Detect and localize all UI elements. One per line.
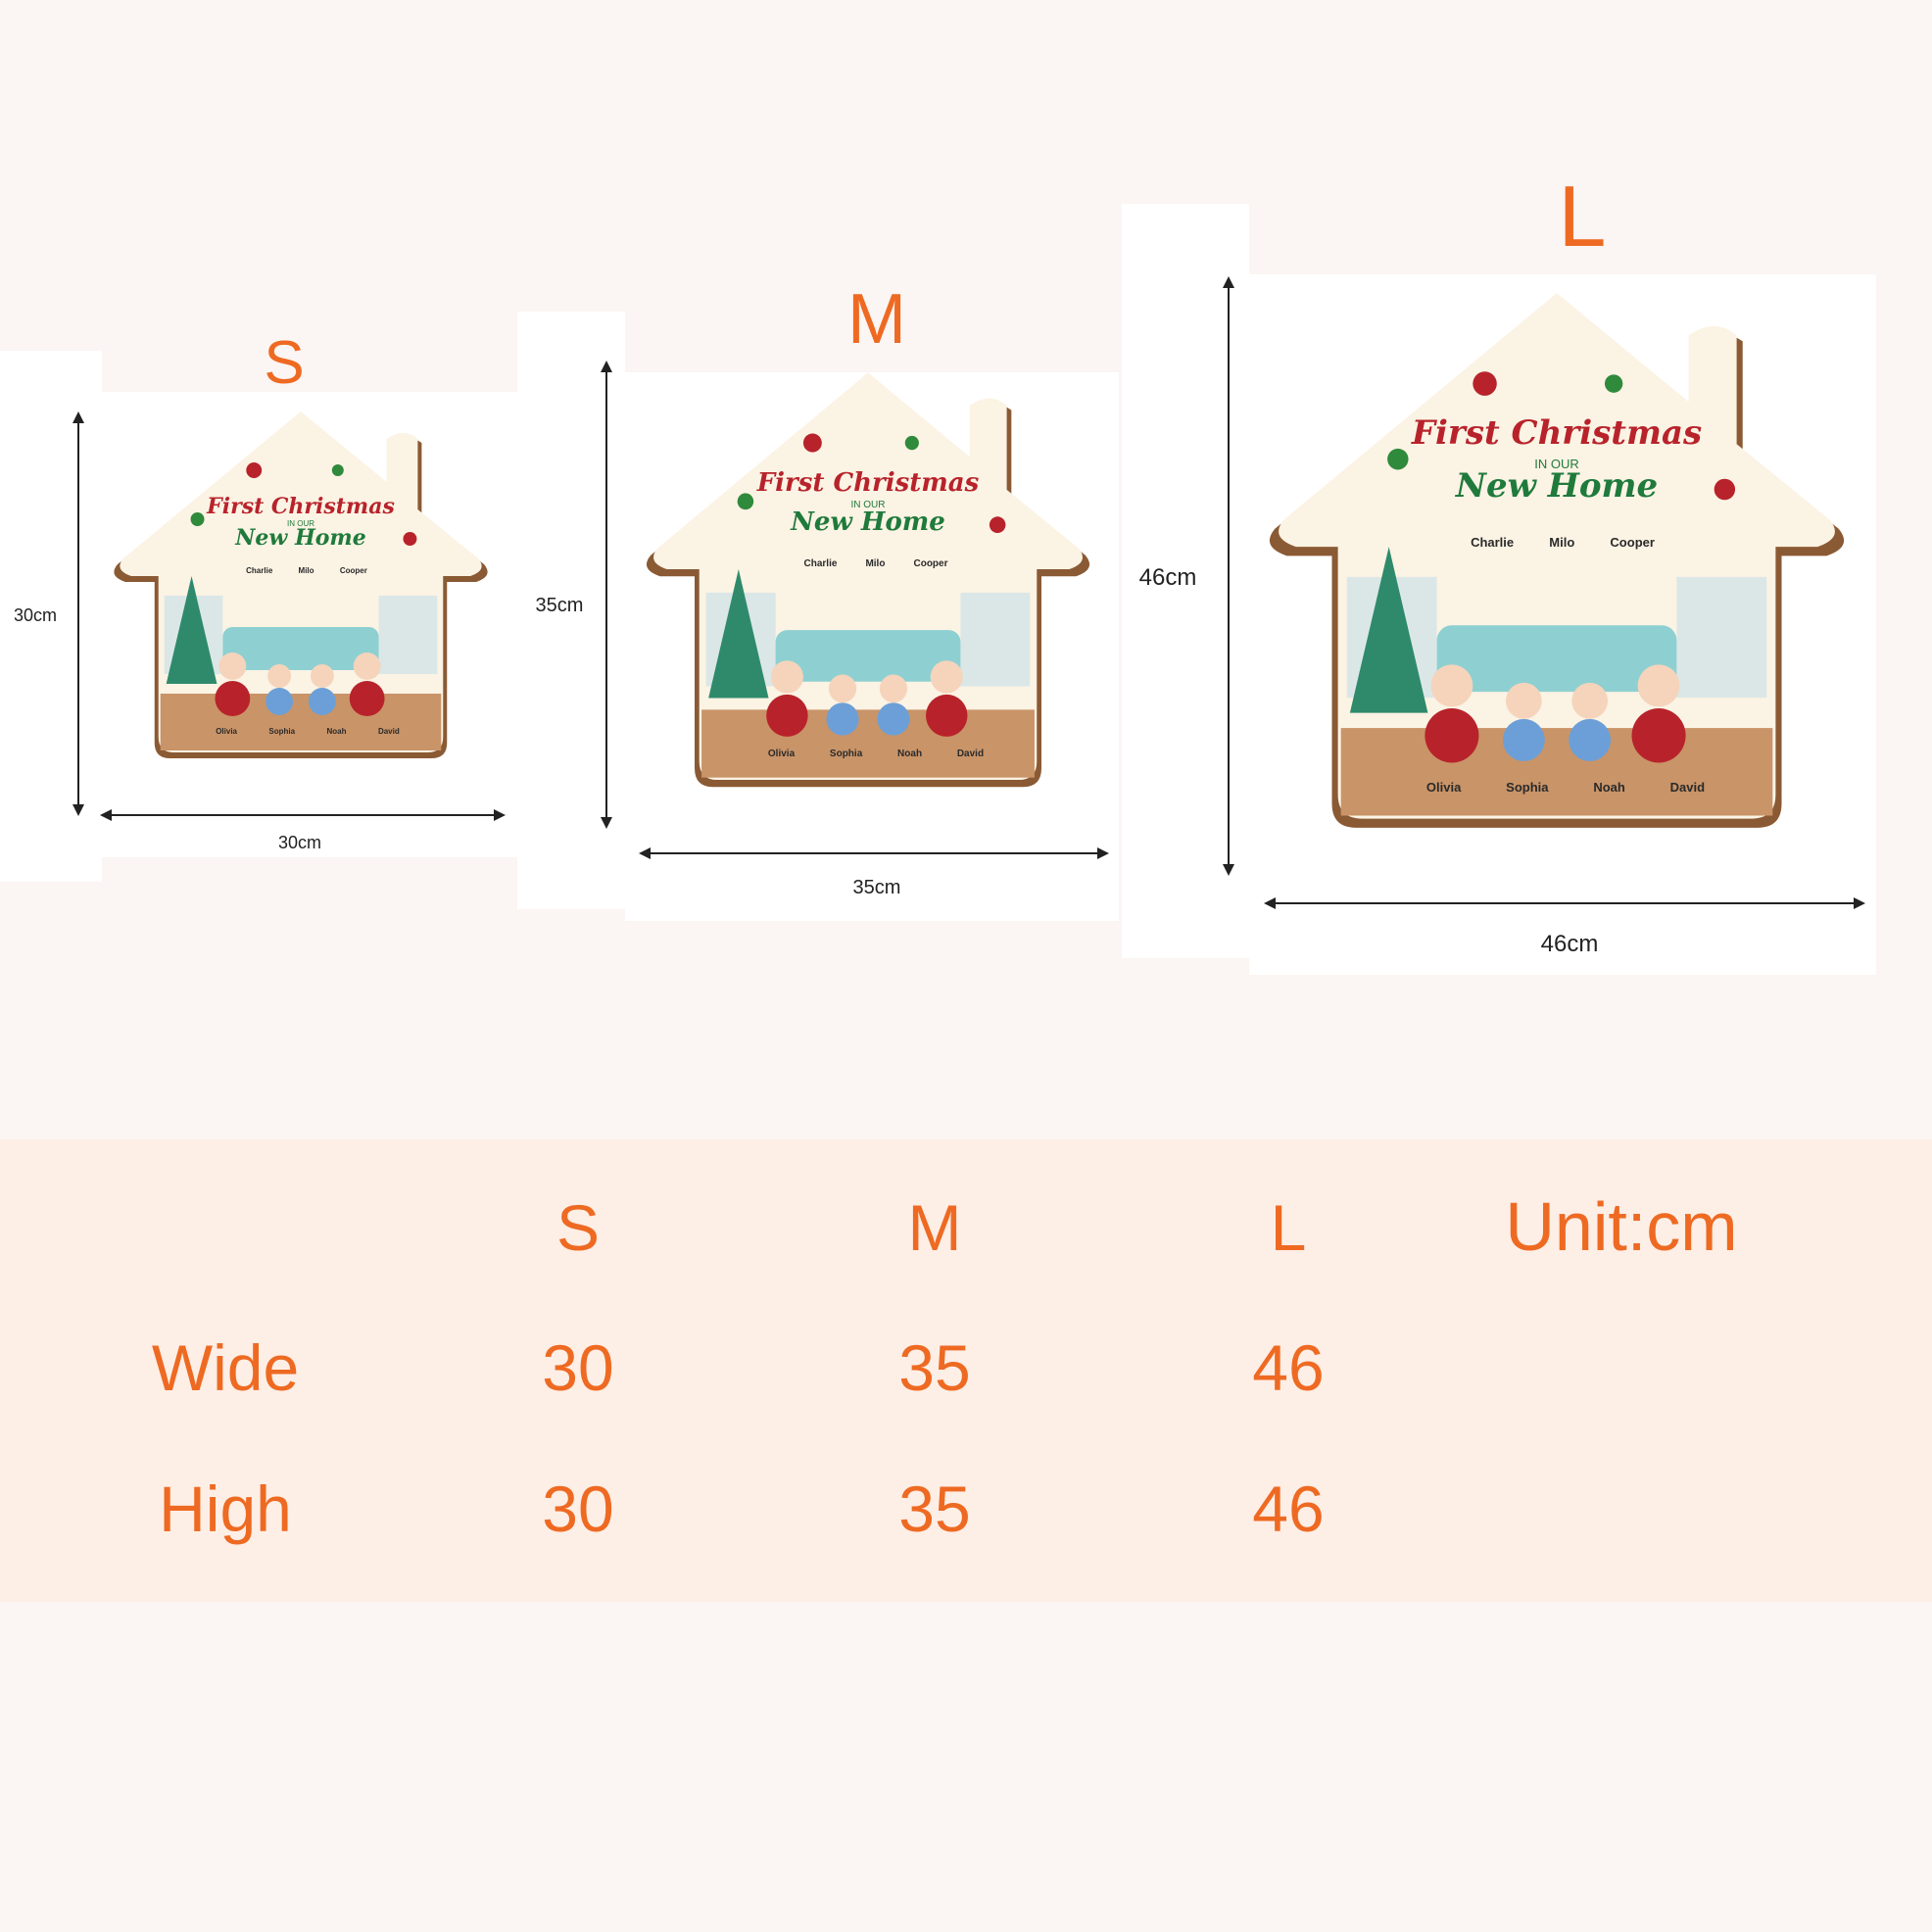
size-m-width-label: 35cm — [852, 877, 901, 898]
pet-name: Milo — [1549, 535, 1575, 550]
table-cell-high-s: 30 — [542, 1473, 614, 1545]
plaque-m: First Christmas IN OUR New Home Charlie … — [637, 370, 1099, 792]
plaque-m-shape — [646, 372, 1090, 788]
plaque-m-subtitle-small: IN OUR — [850, 500, 886, 510]
size-s-width-arrow — [100, 805, 506, 825]
pet-name: Milo — [865, 558, 886, 569]
person-name: Noah — [1593, 780, 1625, 795]
plaque-s-subtitle-small: IN OUR — [287, 519, 314, 528]
plaque-l: First Christmas IN OUR New Home Charlie … — [1257, 290, 1857, 834]
person-name: David — [956, 749, 985, 759]
plaque-l-shape — [1269, 293, 1845, 828]
plaque-l-subtitle: New Home — [1455, 466, 1659, 506]
size-table — [0, 1139, 1932, 1602]
size-l-height-arrow — [1219, 276, 1238, 876]
plaque-s-subtitle: New Home — [235, 525, 366, 551]
person-name: Olivia — [1425, 780, 1462, 795]
plaque-l-people-names: Olivia Sophia Noah David — [1404, 780, 1727, 795]
table-row-label-wide: Wide — [151, 1331, 300, 1404]
person-name: Olivia — [216, 727, 237, 736]
size-m-label: M — [847, 280, 906, 359]
size-s-label: S — [264, 329, 305, 397]
size-l-height-label: 46cm — [1138, 564, 1197, 591]
table-header-m: M — [907, 1191, 962, 1264]
plaque-s-people-names: Olivia Sophia Noah David — [200, 727, 415, 736]
pet-name: Milo — [298, 566, 314, 575]
pet-name: Cooper — [1610, 535, 1655, 550]
person-name: Noah — [326, 727, 347, 736]
plaque-s-title: First Christmas — [207, 494, 395, 519]
table-cell-wide-s: 30 — [542, 1331, 614, 1404]
size-l-label: L — [1558, 168, 1607, 265]
person-name: David — [377, 727, 400, 736]
size-m-height-arrow — [597, 361, 616, 829]
size-l-width-arrow — [1264, 894, 1865, 913]
table-cell-wide-m: 35 — [898, 1331, 971, 1404]
size-s-width-label: 30cm — [277, 833, 321, 852]
table-row-label-high: High — [159, 1473, 292, 1545]
plaque-l-subtitle-small: IN OUR — [1534, 457, 1579, 471]
pet-name: Cooper — [913, 558, 948, 569]
size-s-panel — [0, 351, 102, 882]
pet-name: Charlie — [803, 558, 838, 569]
plaque-m-subtitle: New Home — [791, 507, 945, 537]
plaque-l-pet-names: Charlie Milo Cooper — [1453, 535, 1672, 550]
plaque-l-title: First Christmas — [1411, 413, 1703, 453]
person-name: Olivia — [767, 749, 796, 759]
size-m-width-arrow — [639, 844, 1109, 863]
size-s-height-arrow — [69, 411, 88, 816]
plaque-m-title: First Christmas — [756, 468, 980, 498]
person-name: Noah — [897, 749, 923, 759]
table-header-l: L — [1270, 1191, 1307, 1264]
person-name: Sophia — [829, 749, 863, 759]
person-name: Sophia — [1506, 780, 1549, 795]
table-cell-high-m: 35 — [898, 1473, 971, 1545]
size-s-height-label: 30cm — [13, 605, 57, 625]
pet-name: Charlie — [246, 566, 273, 575]
plaque-s-pet-names: Charlie Milo Cooper — [233, 566, 380, 575]
person-name: David — [1669, 780, 1706, 795]
size-l-width-label: 46cm — [1540, 931, 1599, 957]
plaque-s: First Christmas IN OUR New Home Charlie … — [106, 410, 496, 762]
plaque-m-pet-names: Charlie Milo Cooper — [790, 558, 962, 569]
table-cell-wide-l: 46 — [1252, 1331, 1325, 1404]
table-unit-label: Unit:cm — [1505, 1188, 1738, 1265]
pet-name: Charlie — [1471, 535, 1515, 550]
table-header-s: S — [555, 1191, 601, 1264]
plaque-s-shape — [114, 411, 488, 758]
plaque-m-people-names: Olivia Sophia Noah David — [750, 749, 1001, 759]
table-cell-high-l: 46 — [1252, 1473, 1325, 1545]
size-m-height-label: 35cm — [535, 595, 584, 616]
pet-name: Cooper — [339, 566, 367, 575]
person-name: Sophia — [268, 727, 296, 736]
